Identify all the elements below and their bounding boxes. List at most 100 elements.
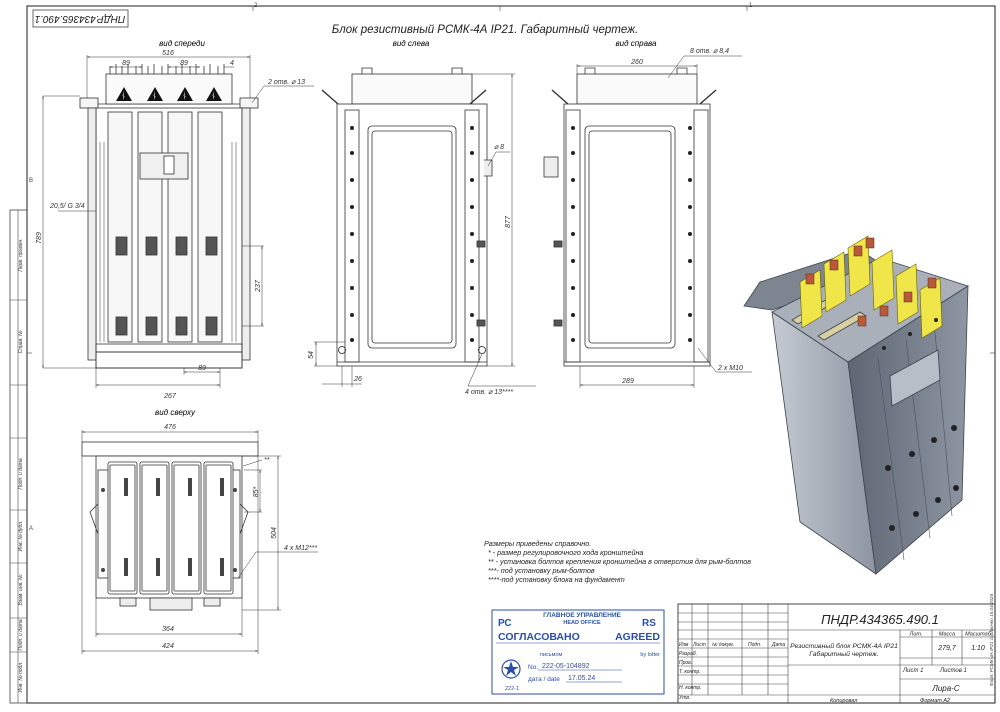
- tb-company: Лира-С: [931, 684, 959, 693]
- tb-format: Формат A2: [920, 698, 950, 704]
- left-view: [321, 67, 493, 367]
- dim-right-m10: 2 x M10: [717, 365, 743, 372]
- side-stamp-6: Подп. и дата: [18, 619, 24, 651]
- stamp-code: 222-1: [505, 686, 519, 692]
- right-view-bolts: [571, 126, 692, 342]
- stamp-no-value: 222-05-104892: [542, 663, 590, 670]
- side-stamps: Перв. примен. Справ. № Подп. и дата Инв.…: [18, 238, 24, 692]
- stamp-agreed-ru: СОГЛАСОВАНО: [498, 631, 580, 643]
- dim-right-holes: 8 отв. ⌀ 8,4: [690, 48, 729, 55]
- top-view-details: [101, 478, 237, 576]
- stamp-letter-en: by lotter: [640, 652, 660, 658]
- stamp-date-value: 17.05.24: [568, 675, 595, 682]
- front-view-label: вид спереди: [159, 39, 205, 48]
- note-3: ***- под установку рым-болтов: [488, 566, 595, 575]
- dim-front-holes: 2 отв. ⌀ 13: [267, 79, 305, 86]
- left-view-bolts: [338, 126, 486, 354]
- dim-top-476: 476: [164, 424, 176, 431]
- tb-scale-value: 1:10: [971, 645, 985, 652]
- dim-front-89b: 89: [180, 60, 188, 67]
- note-1: * - размер регулировочного хода кронштей…: [488, 548, 643, 557]
- row-label-b: B: [29, 178, 33, 184]
- front-hazard-signs: [116, 87, 222, 101]
- left-dimension-labels: ⌀ 8 877 54 26 4 отв. ⌀ 13****: [308, 144, 513, 396]
- tb-sheet: Лист 1: [902, 668, 923, 674]
- dim-top-m12: 4 x M12***: [284, 545, 317, 552]
- isometric-bolts: [882, 318, 959, 531]
- col-label-1: 1: [749, 3, 753, 9]
- dim-right-289: 289: [621, 378, 634, 385]
- tb-tkontr: Т. контр.: [679, 669, 701, 675]
- tb-date: Дата: [771, 642, 785, 648]
- dim-top-85: 85*: [253, 486, 260, 497]
- dim-front-thread: 20,5/ G 3/4: [49, 203, 85, 210]
- top-dimensions: [81, 430, 318, 654]
- front-dimensions: [42, 55, 314, 388]
- dim-front-237: 237: [255, 279, 262, 293]
- dim-top-504: 504: [271, 527, 278, 539]
- dim-front-789: 789: [36, 232, 43, 244]
- tb-copied: Копировал: [830, 698, 857, 704]
- note-2: ** - установка болтов крепления кронштей…: [488, 557, 751, 566]
- dim-left-54: 54: [308, 351, 315, 359]
- tb-prov: Пров.: [679, 660, 692, 666]
- front-dimension-labels: 516 89 89 4 2 отв. ⌀ 13 20,5/ G 3/4 789 …: [36, 50, 305, 400]
- notes-heading: Размеры приведены справочно.: [484, 539, 591, 548]
- top-dimension-labels: 476 ** 85* 504 4 x M12*** 364 424: [162, 424, 317, 650]
- side-stamp-3: Подп. и дата: [18, 458, 24, 490]
- tb-list: Лист: [692, 642, 706, 648]
- row-label-a: A: [29, 526, 33, 532]
- tb-razrab: Разраб.: [679, 651, 697, 657]
- side-stamp-2: Справ. №: [18, 330, 24, 353]
- dim-left-holes: 4 отв. ⌀ 13****: [465, 389, 513, 396]
- rotated-drawing-number: ПНДР.434365.490.1: [35, 13, 126, 24]
- dim-top-364: 364: [162, 626, 174, 633]
- tb-mass-value: 279,7: [937, 645, 957, 652]
- title-block: [677, 603, 996, 704]
- stamp-head-ru: ГЛАВНОЕ УПРАВЛЕНИЕ: [543, 612, 621, 619]
- tb-utv: Утв.: [679, 695, 690, 701]
- approval-stamp: [491, 609, 665, 695]
- top-view-label: вид сверху: [155, 408, 196, 417]
- stamp-rs-right: RS: [642, 618, 656, 629]
- stamp-head-en: HEAD OFFICE: [563, 620, 601, 626]
- right-dimension-labels: 260 8 отв. ⌀ 8,4 289 2 x M10: [621, 48, 743, 385]
- stamp-date-label: дата / date: [528, 676, 560, 683]
- dim-left-d8: ⌀ 8: [494, 144, 504, 151]
- tb-mass: Масса: [939, 632, 955, 638]
- tb-sign: Подп.: [748, 642, 761, 648]
- titleblock-name-2: Габаритный чертеж.: [809, 650, 879, 658]
- sheet-frame: [9, 5, 996, 704]
- right-dimensions: [576, 55, 752, 388]
- file-note: Файл: РСМК-4А IP21 справочно 15.04.2024: [988, 593, 994, 686]
- dim-front-89c: 89: [198, 365, 206, 372]
- stamp-rs-left: РС: [498, 618, 512, 629]
- tb-izm: Изм: [679, 642, 689, 648]
- titleblock-number: ПНДР.434365.490.1: [821, 612, 939, 627]
- dim-top-stars: **: [264, 457, 270, 464]
- side-stamp-5: Взам. инв. №: [18, 574, 24, 606]
- stamp-no-label: No.: [528, 664, 538, 671]
- left-dimensions: [314, 73, 536, 387]
- side-stamp-7: Инв. № подл.: [18, 661, 24, 692]
- dim-top-424: 424: [162, 643, 174, 650]
- side-stamp-1: Перв. примен.: [18, 238, 24, 271]
- notes-block: Размеры приведены справочно. * - размер …: [484, 539, 751, 584]
- dim-front-267: 267: [163, 393, 177, 400]
- left-view-label: вид слева: [393, 39, 430, 48]
- title-block-text: ПНДР.434365.490.1 Резистивный блок РСМК-…: [679, 612, 992, 704]
- titleblock-name-1: Резистивный блок РСМК-4А IP21: [790, 642, 898, 650]
- isometric-terminals: [805, 237, 937, 327]
- dim-front-516: 516: [162, 50, 174, 57]
- dim-front-89a: 89: [122, 60, 130, 67]
- right-view: [543, 67, 717, 367]
- note-4: ****-под установку блока на фундамент: [488, 575, 625, 584]
- stamp-letter-ru: письмом: [540, 652, 563, 658]
- dim-left-26: 26: [353, 376, 362, 383]
- top-view: [81, 441, 259, 611]
- front-view: [79, 64, 259, 369]
- tb-lit: Лит.: [909, 632, 923, 638]
- col-label-2: 2: [254, 3, 258, 9]
- drawing-title: Блок резистивный РСМК-4А IP21. Габаритны…: [332, 24, 638, 36]
- dim-front-4: 4: [230, 60, 234, 67]
